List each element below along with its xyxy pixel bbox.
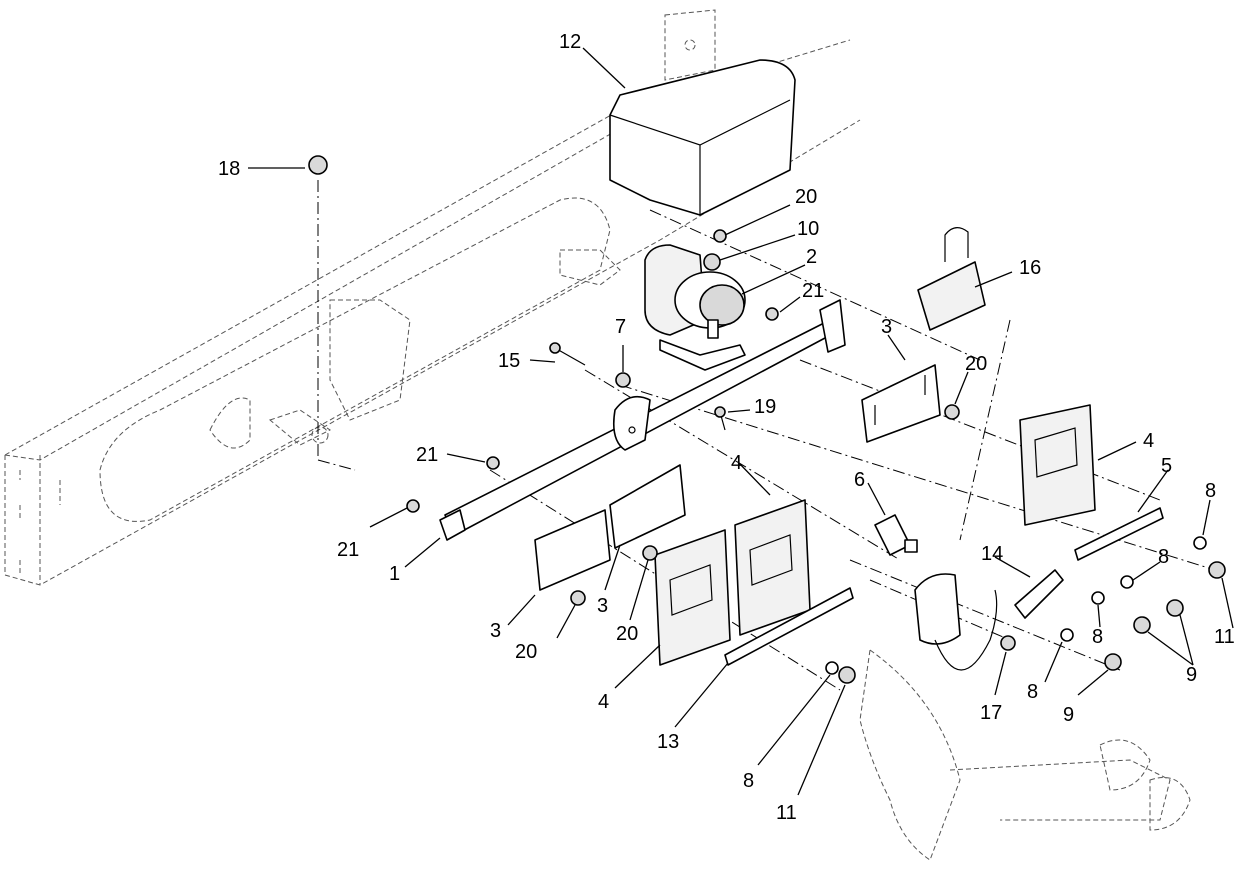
- callout-20-top: 20: [795, 186, 817, 208]
- frame-rail-ghost: [4, 9, 1191, 861]
- callout-5: 5: [1161, 455, 1172, 477]
- callout-4-bottom: 4: [598, 691, 609, 713]
- callout-21-mid: 21: [416, 444, 438, 466]
- callout-6: 6: [854, 469, 865, 491]
- part-6-standoff: [874, 514, 918, 556]
- callout-4-right: 4: [1143, 430, 1154, 452]
- callout-20-mid: 20: [616, 623, 638, 645]
- part-12-cover: [609, 59, 796, 216]
- callout-13: 13: [657, 731, 679, 753]
- callout-11-right: 11: [1214, 626, 1235, 648]
- callout-14: 14: [981, 543, 1003, 565]
- cable-harness: [914, 573, 998, 671]
- callout-3-right: 3: [881, 316, 892, 338]
- callout-12: 12: [559, 31, 581, 53]
- callout-20-right: 20: [965, 353, 987, 375]
- callout-4-top: 4: [731, 452, 742, 474]
- callout-20-left: 20: [515, 641, 537, 663]
- part-13-bus-bar: [724, 587, 854, 666]
- part-1-mounting-bracket: [439, 299, 846, 541]
- hardware: [308, 155, 1226, 684]
- callout-8-far-right: 8: [1205, 480, 1216, 502]
- callout-18: 18: [218, 158, 240, 180]
- callout-9-right: 9: [1186, 664, 1197, 686]
- callout-19: 19: [754, 396, 776, 418]
- callout-8-bottom: 8: [743, 770, 754, 792]
- part-3-plates: [534, 364, 941, 591]
- part-4-terminal-blocks: [654, 404, 1096, 666]
- callout-leaders: [248, 47, 1234, 796]
- callout-8-lower: 8: [1027, 681, 1038, 703]
- part-16-connector: [917, 227, 986, 331]
- callout-11-bottom: 11: [776, 802, 797, 824]
- callout-8-upper: 8: [1158, 546, 1169, 568]
- callout-10: 10: [797, 218, 819, 240]
- callout-21-left: 21: [337, 539, 359, 561]
- callout-3-mid: 3: [597, 595, 608, 617]
- part-5-bus-bar: [1074, 507, 1164, 561]
- callout-9-bottom: 9: [1063, 704, 1074, 726]
- callout-15: 15: [498, 350, 520, 372]
- callout-17: 17: [980, 702, 1002, 724]
- callout-8-middle: 8: [1092, 626, 1103, 648]
- callout-3-left: 3: [490, 620, 501, 642]
- callout-16: 16: [1019, 257, 1041, 279]
- callout-2: 2: [806, 246, 817, 268]
- callout-labels: 12 18 20 10 2 21 16 3 20 15 7 19 21 21 1…: [218, 31, 1235, 824]
- part-2-solenoid: [644, 244, 746, 371]
- callout-21-top: 21: [802, 280, 824, 302]
- callout-7: 7: [615, 316, 626, 338]
- part-14-fuse-link: [1014, 569, 1064, 619]
- callout-1: 1: [389, 563, 400, 585]
